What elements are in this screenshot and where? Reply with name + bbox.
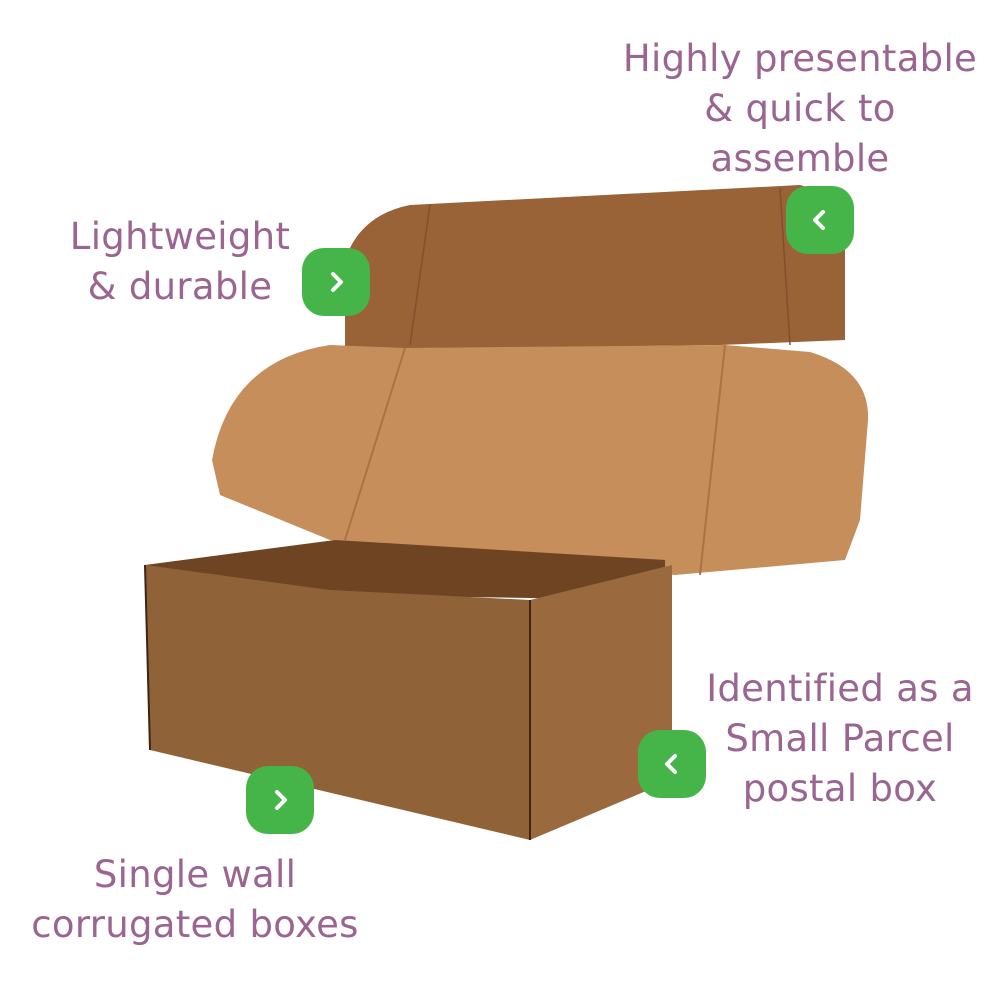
feature-label-lightweight: Lightweight & durable — [50, 212, 310, 312]
chevron-left-icon — [665, 754, 677, 774]
box-back-flap — [345, 185, 845, 350]
chevron-right-icon — [331, 272, 343, 292]
badge-presentable[interactable] — [786, 186, 854, 254]
box-lid — [212, 345, 869, 575]
feature-line: Single wall — [93, 853, 297, 896]
box-front-panel — [145, 565, 530, 840]
feature-label-small-parcel: Identified as a Small Parcel postal box — [690, 664, 990, 814]
feature-line: & quick to — [704, 87, 896, 130]
feature-line: postal box — [742, 767, 938, 810]
badge-single-wall[interactable] — [246, 766, 314, 834]
badge-small-parcel[interactable] — [638, 730, 706, 798]
feature-line: corrugated boxes — [31, 903, 359, 946]
feature-line: Highly presentable — [622, 37, 978, 80]
chevron-left-icon — [813, 210, 825, 230]
feature-line: Small Parcel — [725, 717, 955, 760]
feature-line: Identified as a — [706, 667, 974, 710]
feature-label-single-wall: Single wall corrugated boxes — [10, 850, 380, 950]
chevron-right-icon — [275, 790, 287, 810]
feature-label-presentable: Highly presentable & quick to assemble — [610, 34, 990, 184]
feature-line: Lightweight — [69, 215, 291, 258]
badge-lightweight[interactable] — [302, 248, 370, 316]
box-side-panel — [530, 565, 672, 840]
feature-line: assemble — [710, 137, 890, 180]
feature-line: & durable — [87, 265, 273, 308]
